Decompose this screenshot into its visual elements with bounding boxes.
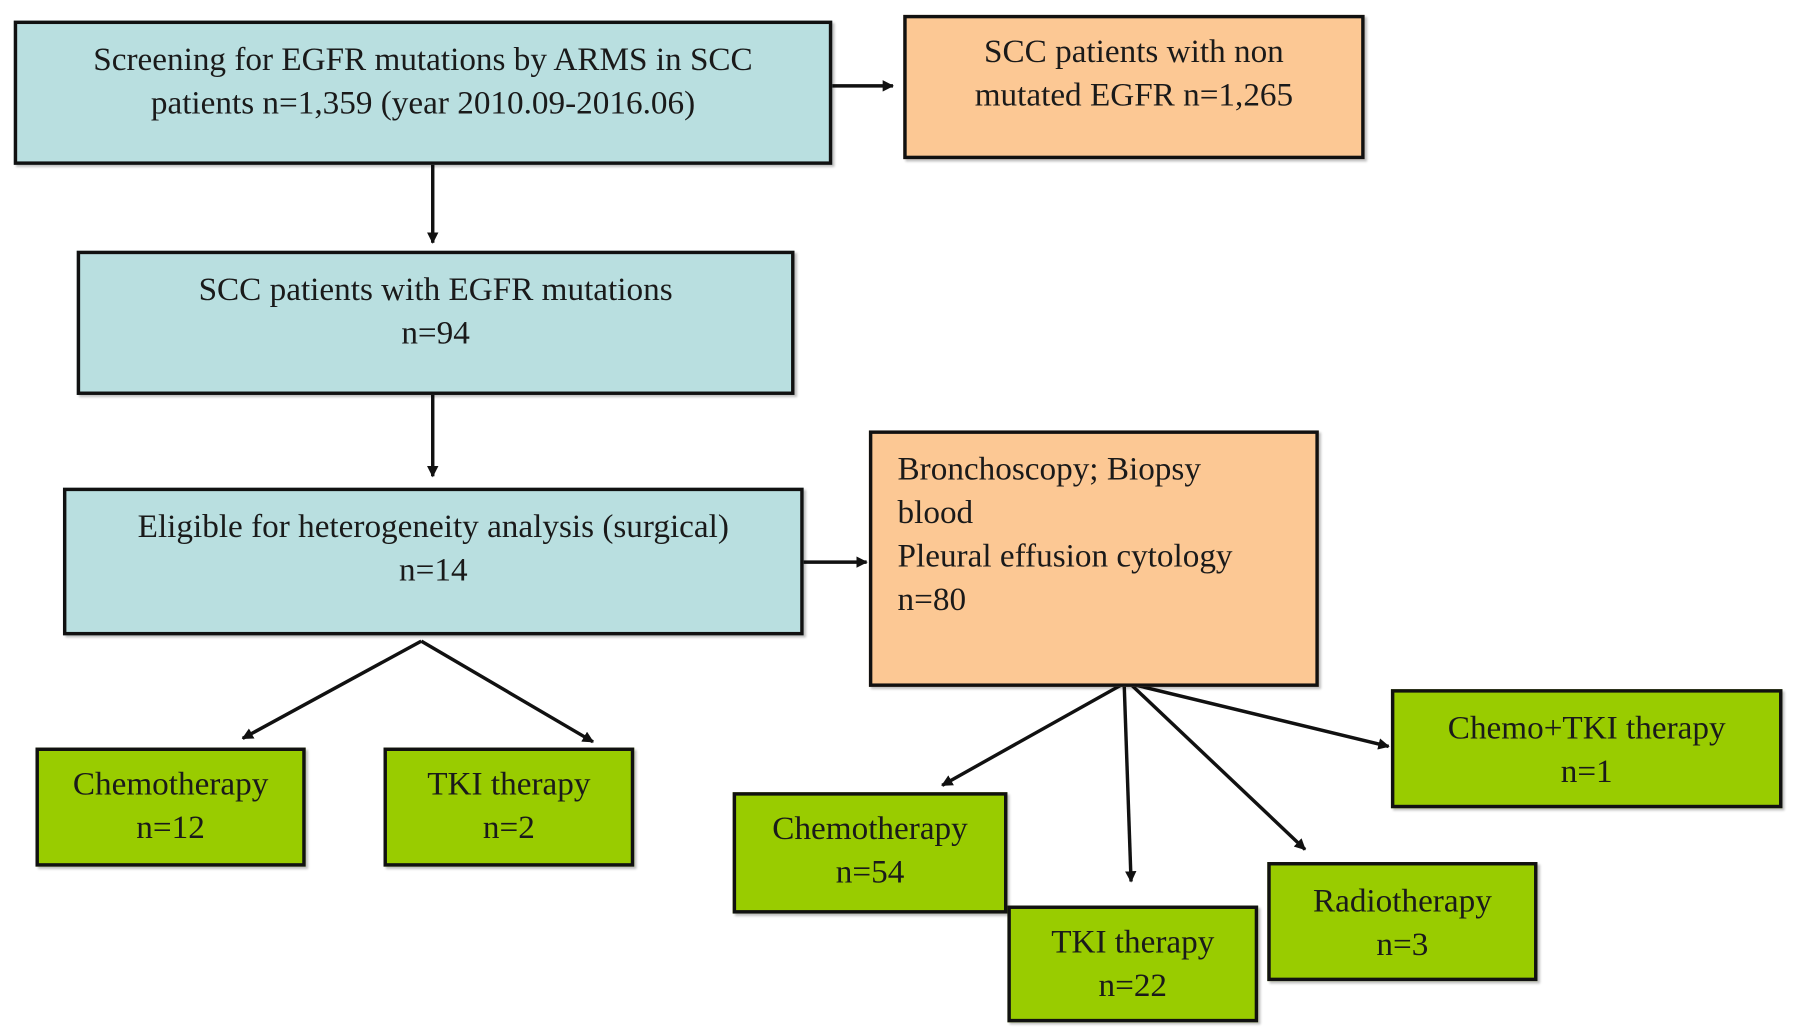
non-mutated-line-1: SCC patients with non	[984, 33, 1284, 70]
screening-box: Screening for EGFR mutations by ARMS in …	[13, 20, 833, 165]
other-samples-box: Bronchoscopy; Biopsy blood Pleural effus…	[868, 430, 1319, 687]
other-tki-label: TKI therapy	[1051, 923, 1215, 961]
other-chemotherapy-count: n=54	[835, 854, 905, 891]
other-chemo-tki-count: n=1	[1560, 753, 1613, 790]
surgical-chemotherapy-label: Chemotherapy	[72, 765, 269, 803]
screening-line-2: patients n=1,359 (year 2010.09-2016.06)	[150, 84, 696, 122]
arrow-eligible-to-surgtki	[420, 639, 594, 744]
other-chemo-tki-label: Chemo+TKI therapy	[1447, 709, 1726, 747]
arrow-eligible-to-surgchemo	[241, 639, 423, 740]
arrow-other-to-tki	[1122, 684, 1137, 883]
other-radiotherapy-label: Radiotherapy	[1312, 882, 1492, 920]
other-samples-line-4: n=80	[897, 581, 967, 619]
other-chemotherapy-box: Chemotherapy n=54	[732, 792, 1008, 914]
other-chemo-tki-box: Chemo+TKI therapy n=1	[1390, 689, 1783, 809]
mutated-line-1: SCC patients with EGFR mutations	[198, 271, 673, 308]
other-tki-box: TKI therapy n=22	[1007, 905, 1259, 1023]
screening-line-1: Screening for EGFR mutations by ARMS in …	[93, 41, 753, 78]
other-samples-line-3: Pleural effusion cytology	[897, 538, 1233, 575]
mutated-line-2: n=94	[401, 314, 470, 352]
mutated-box: SCC patients with EGFR mutations n=94	[76, 250, 795, 395]
surgical-chemotherapy-box: Chemotherapy n=12	[35, 747, 306, 867]
non-mutated-box: SCC patients with non mutated EGFR n=1,2…	[903, 14, 1365, 160]
arrow-other-to-chemotki	[1132, 682, 1390, 750]
other-radiotherapy-box: Radiotherapy n=3	[1267, 862, 1538, 982]
arrow-other-to-radio	[1129, 683, 1307, 851]
eligible-line-2: n=14	[399, 551, 468, 589]
surgical-chemotherapy-count: n=12	[136, 809, 205, 847]
other-samples-line-2: blood	[897, 494, 974, 532]
eligible-line-1: Eligible for heterogeneity analysis (sur…	[137, 508, 729, 545]
other-radiotherapy-count: n=3	[1376, 926, 1429, 963]
eligible-box: Eligible for heterogeneity analysis (sur…	[62, 487, 804, 636]
other-tki-count: n=22	[1098, 967, 1168, 1004]
other-samples-line-1: Bronchoscopy; Biopsy	[897, 451, 1201, 488]
non-mutated-line-2: mutated EGFR n=1,265	[974, 76, 1294, 114]
other-chemotherapy-label: Chemotherapy	[772, 810, 968, 848]
surgical-tki-label: TKI therapy	[427, 765, 591, 803]
surgical-tki-box: TKI therapy n=2	[383, 747, 635, 867]
surgical-tki-count: n=2	[482, 809, 535, 847]
arrow-other-to-chemo	[941, 683, 1123, 787]
